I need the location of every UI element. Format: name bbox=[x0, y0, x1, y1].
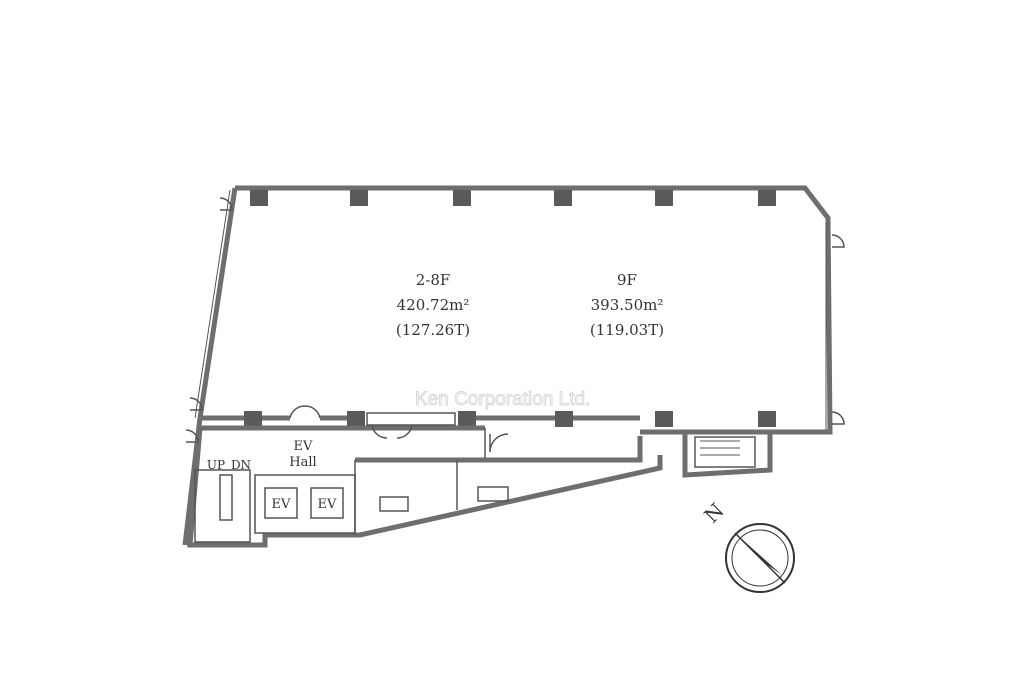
north-label: N bbox=[699, 498, 728, 527]
ev-hall-label-2: Hall bbox=[289, 455, 316, 470]
north-compass-icon bbox=[725, 523, 795, 593]
core-walls bbox=[185, 197, 845, 548]
columns bbox=[244, 190, 776, 427]
stair-dn-label: DN bbox=[231, 458, 251, 472]
stair-up-label: UP bbox=[207, 458, 225, 472]
unit-2-8f-floor: 2-8F bbox=[416, 271, 451, 289]
elevator-2-label: EV bbox=[318, 497, 337, 512]
unit-9f-floor: 9F bbox=[617, 271, 637, 289]
elevator-1-label: EV bbox=[272, 497, 291, 512]
unit-9f-area: 393.50m² bbox=[591, 296, 664, 314]
unit-2-8f-area: 420.72m² bbox=[397, 296, 470, 314]
unit-9f-tsubo: (119.03T) bbox=[590, 321, 664, 339]
unit-2-8f-tsubo: (127.26T) bbox=[396, 321, 470, 339]
watermark: Ken Corporation Ltd. bbox=[415, 389, 590, 410]
ev-hall-label-1: EV bbox=[294, 439, 313, 454]
